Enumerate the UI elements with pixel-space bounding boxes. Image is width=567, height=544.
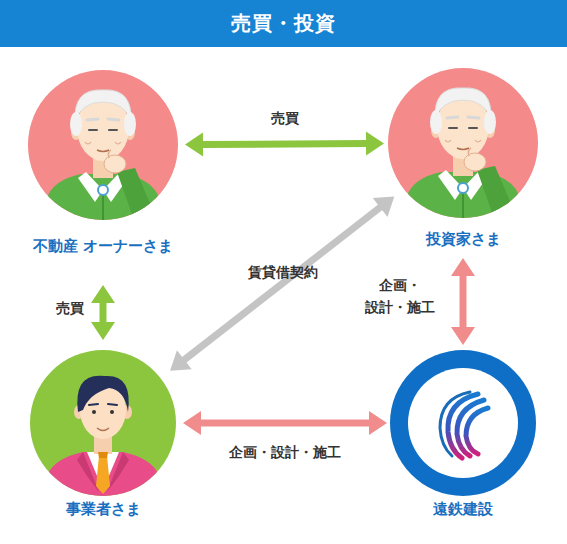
company-circle: 遠鉄建設: [390, 350, 536, 496]
circle-outline: [388, 68, 538, 218]
arrow-head: [91, 322, 115, 340]
connector-arrow: [183, 411, 387, 435]
node-label: 遠鉄建設: [330, 500, 567, 519]
node-label-group: 投資家さま: [328, 230, 567, 249]
arrow-head: [373, 196, 395, 217]
business-owner-illustration: [41, 376, 165, 510]
circle-outline: [390, 350, 536, 496]
connector-arrow: [451, 258, 475, 345]
circle-fill: [388, 68, 538, 218]
connector-label: 売買: [40, 297, 100, 319]
connector-label: 賃貸借契約: [228, 261, 338, 283]
arrow-head: [185, 132, 203, 156]
connector-label: 売買: [245, 107, 325, 129]
connector-label: 企画・ 設計・施工: [362, 274, 438, 318]
investor-circle: 投資家さま: [388, 68, 538, 218]
investor-illustration: [401, 88, 525, 232]
arrow-head: [183, 411, 201, 435]
company-logo: [408, 368, 518, 478]
circle-outline: [30, 350, 176, 496]
connector-shaft: [200, 420, 370, 427]
arrow-head: [91, 285, 115, 303]
node-label-group: 遠鉄建設: [330, 500, 567, 519]
connector-shaft: [460, 275, 467, 328]
connector-arrow: [185, 132, 384, 157]
node-label-group: 不動産 オーナーさま: [0, 237, 238, 256]
business-circle: 事業者さま: [30, 350, 176, 496]
circle-fill: [30, 350, 176, 496]
arrow-head: [369, 411, 387, 435]
arrow-head: [366, 132, 384, 156]
node-label: 不動産 オーナーさま: [0, 237, 238, 256]
connector-arrow: [170, 196, 394, 370]
arrow-head: [451, 327, 475, 345]
node-label: 投資家さま: [328, 230, 567, 249]
circle-fill: [390, 350, 536, 496]
arrow-head: [451, 258, 475, 276]
node-label-group: 事業者さま: [0, 500, 236, 519]
circle-outline: [28, 70, 178, 220]
connector-shaft: [100, 302, 107, 323]
owner-circle: 不動産 オーナーさま: [28, 70, 178, 220]
connector-shaft: [184, 207, 381, 361]
connector-label: 企画・設計・施工: [210, 441, 360, 463]
node-label: 事業者さま: [0, 500, 236, 519]
title-text: 売買・投資: [0, 0, 567, 47]
connector-arrow: [91, 285, 115, 340]
connector-shaft: [202, 140, 367, 148]
circle-fill: [28, 70, 178, 220]
owner-illustration: [41, 90, 165, 234]
arrow-head: [170, 350, 192, 371]
